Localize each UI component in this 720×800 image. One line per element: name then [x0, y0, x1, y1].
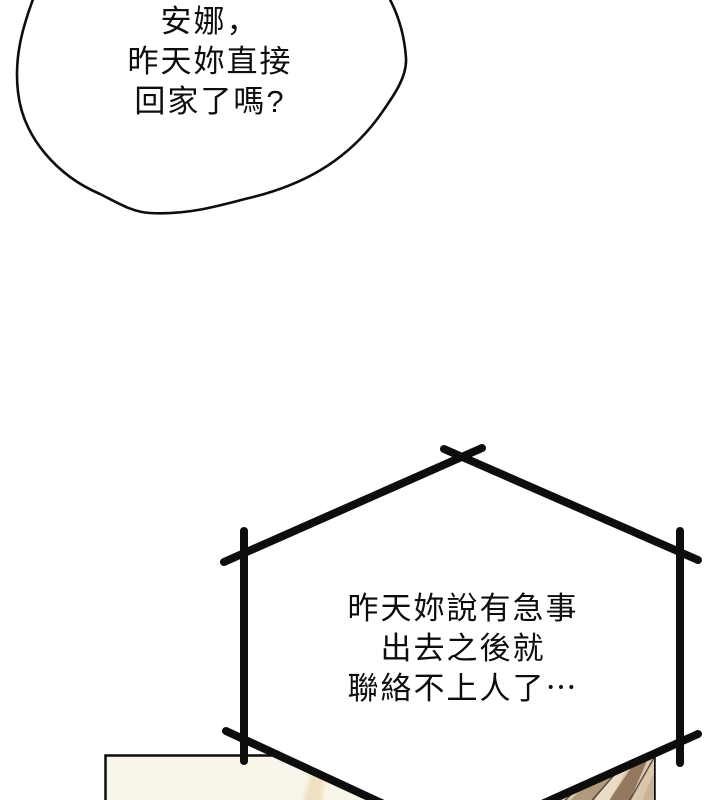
bubble-text-line: 昨天妳說有急事	[347, 591, 579, 626]
burst-edge-lower-right	[541, 730, 702, 800]
bubble-text-line: 聯絡不上人了⋯	[347, 671, 579, 706]
bubble-text-line: 安娜，	[160, 4, 260, 39]
bubble-text-line: 回家了嗎?	[134, 84, 286, 119]
burst-speech-bubble	[220, 444, 702, 800]
burst-edge-upper-right	[440, 445, 702, 564]
bubble-text-line: 出去之後就	[380, 631, 546, 666]
burst-edge-upper-left	[220, 444, 486, 566]
burst-edge-lower-left	[222, 727, 385, 800]
ellipse-speech-bubble	[15, 0, 408, 215]
bubble-text-line: 昨天妳直接	[127, 44, 293, 79]
ellipse-bubble-text: 安娜， 昨天妳直接 回家了嗎?	[128, 2, 293, 122]
burst-bubble-text: 昨天妳說有急事 出去之後就 聯絡不上人了⋯	[348, 589, 579, 709]
burst-bubble-fill	[244, 457, 680, 800]
burst-bubble-edges	[220, 444, 702, 800]
